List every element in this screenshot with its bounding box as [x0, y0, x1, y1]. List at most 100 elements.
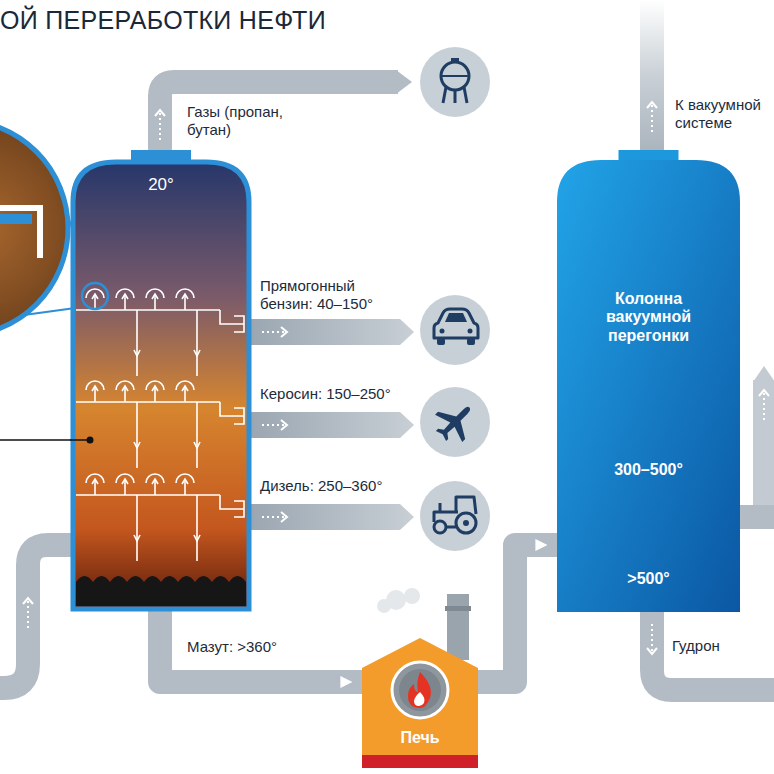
tray-set	[194, 442, 200, 448]
node-text: Колонна вакуумной перегонки	[584, 290, 714, 345]
gas-tank-icon	[443, 87, 446, 103]
smoke	[404, 588, 420, 604]
plane-icon	[420, 387, 490, 457]
chimney	[447, 594, 469, 660]
tray-set	[94, 480, 96, 495]
feed-pipe	[0, 545, 74, 688]
vacuum-outlet-pipe	[640, 0, 664, 154]
tar-pipe	[651, 624, 653, 652]
tray-set	[152, 294, 158, 299]
chimney-ring	[445, 606, 471, 611]
tray-set	[124, 295, 126, 310]
gas-pipe	[396, 70, 412, 94]
tractor-icon	[434, 521, 446, 533]
tray-set	[122, 294, 128, 299]
tray-set	[152, 479, 158, 484]
tar-pipe	[647, 648, 657, 654]
feed-pipe	[23, 598, 33, 604]
gas-tank-icon	[441, 75, 469, 77]
tray-set	[154, 480, 156, 495]
furnace-base	[362, 755, 478, 768]
car-icon	[468, 329, 473, 334]
tray-set	[234, 501, 244, 517]
product-pipes	[250, 319, 414, 530]
tractor-icon	[456, 513, 476, 533]
tray-set	[134, 535, 140, 541]
side-pipes	[738, 366, 774, 517]
vacuum-outlet-pipe	[651, 104, 653, 132]
product-pipes	[262, 424, 284, 426]
car-icon	[420, 295, 490, 365]
plane-icon	[427, 394, 483, 450]
tray-set	[182, 479, 188, 484]
pipe-connector	[160, 610, 362, 682]
tray-set	[194, 350, 200, 356]
car-icon	[437, 338, 445, 345]
smoke	[377, 588, 420, 613]
gas-tank-icon	[441, 62, 469, 90]
diesel-label: Дизель: 250–360°	[260, 477, 382, 495]
tray-set	[234, 316, 244, 332]
product-pipes	[262, 516, 284, 518]
tray-set	[134, 350, 140, 356]
product-pipes	[281, 420, 287, 430]
tray-set	[234, 408, 244, 424]
tray-set	[220, 402, 244, 416]
fire-window-inner	[399, 669, 441, 711]
vacuum-system-label: К вакуумной системе	[675, 96, 767, 132]
plane-icon	[420, 387, 490, 457]
vacuum-outlet-pipe	[647, 102, 657, 108]
node-subtext: >500°	[574, 570, 724, 588]
tray-set	[136, 402, 138, 468]
magnifier-callout	[0, 120, 68, 336]
flame-core	[414, 692, 425, 706]
gas-tank-icon	[464, 87, 467, 103]
distillation-column: 20°	[70, 150, 252, 612]
smoke	[377, 599, 391, 613]
node-subtext: 300–500°	[574, 461, 724, 479]
tray-set	[134, 442, 140, 448]
furnace-house	[362, 638, 478, 755]
tray-set	[182, 386, 188, 391]
gas-tank-icon	[451, 58, 459, 63]
tray-set	[76, 494, 220, 496]
gas-tank-icon	[420, 47, 490, 117]
residue-layer	[76, 576, 246, 606]
side-pipes	[759, 390, 769, 396]
tray-set	[92, 386, 98, 391]
tray-set	[184, 295, 186, 310]
product-pipes	[250, 504, 414, 530]
car-icon	[420, 295, 490, 365]
tray-set	[124, 480, 126, 495]
side-pipes	[738, 505, 774, 529]
gas-pipe	[159, 112, 161, 140]
tractor-icon	[420, 481, 490, 551]
tray-set	[92, 479, 98, 484]
vacuum-column-shape	[557, 150, 740, 612]
tray-set	[154, 387, 156, 402]
feed-pipe	[27, 600, 29, 628]
product-pipes	[250, 412, 414, 438]
tray-set	[184, 387, 186, 402]
magnifier-callout	[0, 208, 40, 258]
furnace-box: Печь	[362, 588, 478, 768]
tar-label: Гудрон	[672, 637, 720, 655]
tractor-icon	[456, 497, 476, 514]
vacuum-outlet-pipe	[640, 0, 664, 154]
tray-set	[124, 387, 126, 402]
side-pipes	[753, 366, 774, 382]
product-pipes	[262, 331, 284, 333]
edge-label: Мазут: >360°	[187, 638, 277, 656]
gasoline-label: Прямогонный бензин: 40–150°	[260, 277, 385, 313]
car-icon	[434, 309, 478, 338]
gas-pipe	[155, 70, 412, 152]
tray-set	[122, 479, 128, 484]
product-pipes	[250, 319, 414, 345]
vacuum-column: Колонна вакуумной перегонки 300–500° >500°	[557, 150, 740, 612]
leader-line	[0, 440, 72, 441]
tractor-icon	[439, 503, 442, 512]
distillation-column-shape	[70, 150, 252, 612]
side-pipes	[753, 380, 774, 505]
product-pipes	[281, 327, 287, 337]
